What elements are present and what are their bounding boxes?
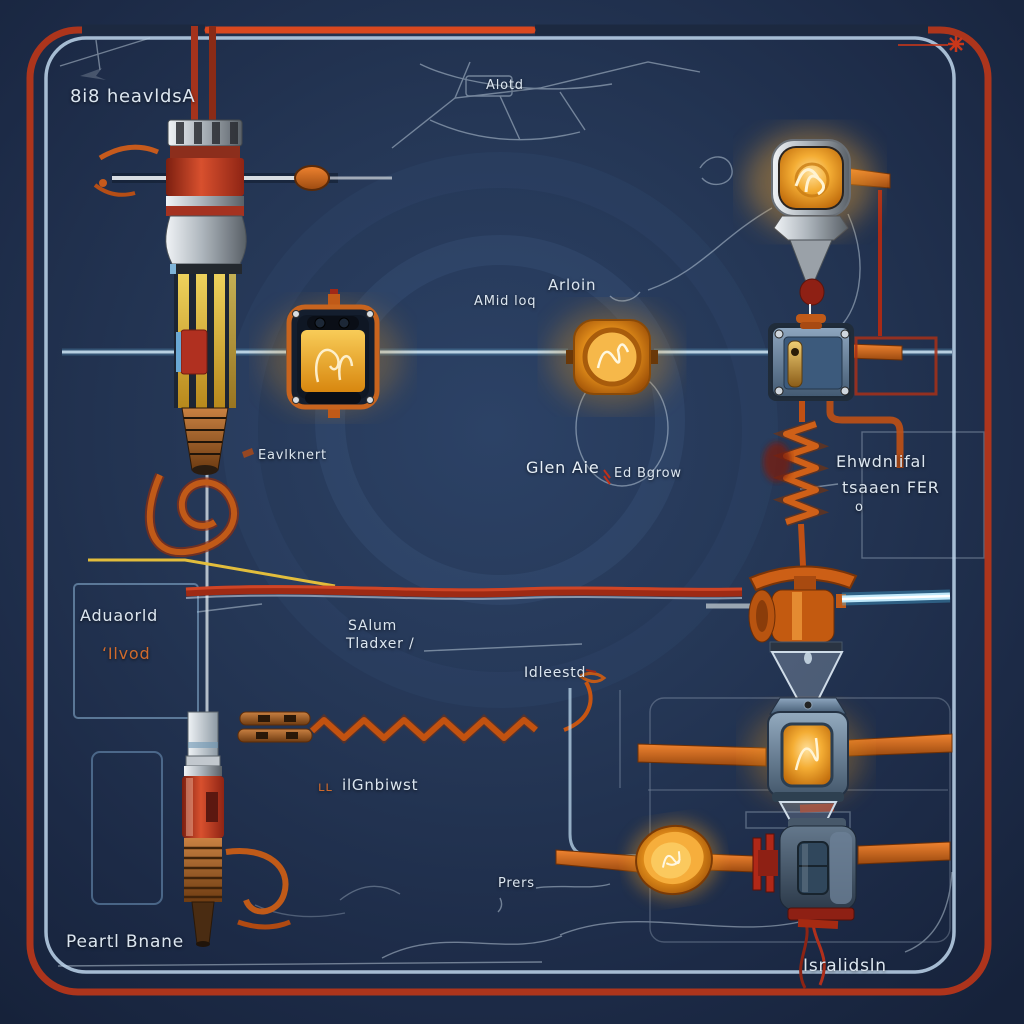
filament	[794, 737, 819, 771]
zigzag-wire	[309, 717, 538, 741]
label-arloin: Arloin	[548, 276, 597, 294]
amber-lamp-module-component	[263, 289, 403, 418]
label-right-line1: Ehwdnlifal	[836, 452, 927, 471]
label-amid: AMid loq	[474, 294, 537, 309]
red-wire	[191, 26, 198, 126]
red-box-outline	[854, 336, 938, 396]
blueprint-sketch-lines	[57, 37, 985, 967]
glow-window	[780, 722, 834, 788]
label-tladxer: Tladxer /	[346, 636, 415, 652]
red-wire	[209, 26, 216, 126]
blue-frame	[44, 36, 956, 974]
label-prers: Prers	[498, 876, 535, 891]
label-box-sketch	[73, 583, 199, 719]
amber-dish-lamp-component	[628, 819, 720, 901]
bottom-left-box-sketch	[91, 751, 163, 905]
filament	[794, 168, 825, 196]
label-bottom-left: Peartl Bnane	[66, 932, 184, 952]
label-aduaorld: Aduaorld	[80, 606, 159, 625]
spark-plug-coil-component	[165, 119, 247, 475]
red-bead	[799, 278, 825, 306]
blue-canister-lamp-component	[748, 697, 864, 843]
label-glen: Glen Aie	[526, 458, 600, 477]
red-window	[180, 329, 208, 375]
wires	[62, 26, 953, 989]
orange-hook-wire	[225, 848, 289, 915]
yellow-wire	[88, 558, 336, 588]
blue-solenoid-component	[752, 818, 857, 930]
orange-pipe	[857, 841, 951, 865]
orange-elbow	[826, 397, 904, 468]
label-right-line2: tsaaen FER	[842, 478, 940, 497]
label-ilgnbiwst-prefix: ʟʟ	[318, 780, 333, 795]
blue-relay-component	[768, 323, 854, 401]
label-idleestd: Idleestd	[524, 665, 587, 681]
red-frame	[26, 24, 992, 996]
label-bottom-right: Isralidsln	[803, 956, 887, 976]
spark-plug-component	[182, 711, 291, 947]
label-top-left: 8i8 heavldsA	[70, 86, 196, 107]
round-lamp-component	[550, 307, 674, 407]
orange-hook-wire	[98, 144, 159, 161]
red-asterisk-mark	[898, 36, 964, 52]
label-ilvod: ʻIlvod	[102, 644, 151, 663]
red-bus-wire	[185, 585, 743, 598]
label-right-line3: o	[855, 500, 864, 515]
amber-pane	[301, 330, 365, 392]
label-engine-sketch: Alotd	[486, 78, 524, 93]
filament	[596, 343, 630, 369]
filament	[661, 851, 681, 868]
filament	[315, 348, 354, 383]
motor-window	[797, 841, 829, 895]
label-ed-bgrow: Ed Bgrow	[614, 466, 682, 481]
red-blob	[763, 442, 791, 482]
terminal-lugs	[237, 711, 313, 743]
orange-disc-connector	[294, 165, 330, 191]
label-eavlknert: Eavlknert	[258, 448, 327, 463]
orange-pipe	[637, 743, 767, 767]
label-salum: SAlum	[348, 618, 398, 634]
coil-spring-wire	[783, 421, 819, 525]
label-ilgnbiwst: ilGnbiwst	[342, 776, 419, 794]
brass-element	[787, 340, 803, 388]
glowing-bulb-component	[746, 130, 874, 329]
orange-loop-wire	[146, 473, 237, 556]
